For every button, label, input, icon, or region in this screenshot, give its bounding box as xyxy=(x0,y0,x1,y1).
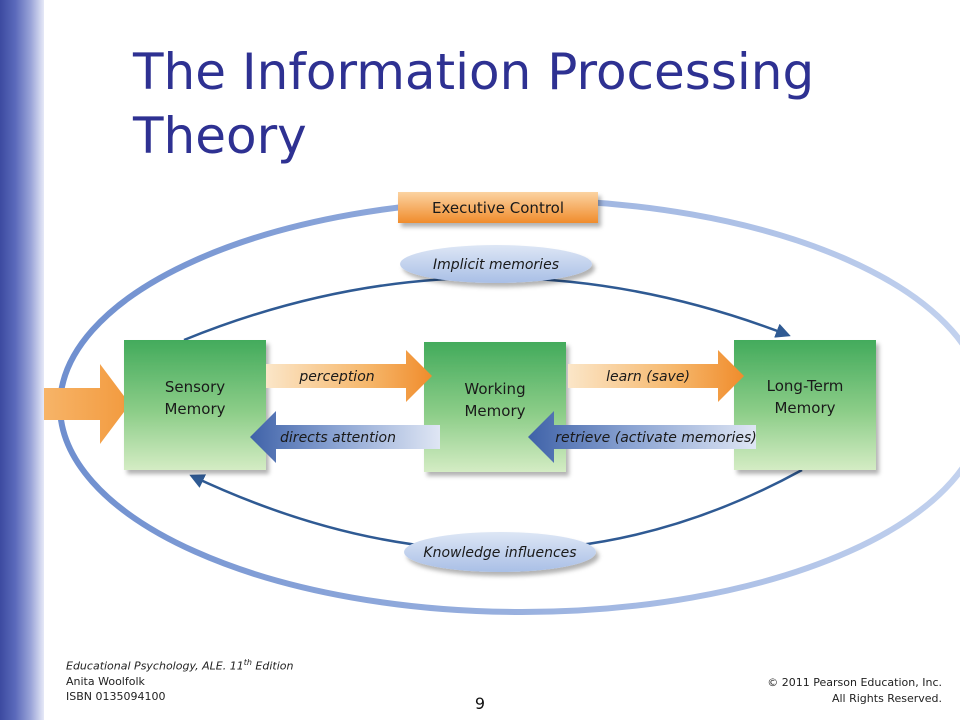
slide-title: The Information Processing Theory xyxy=(133,40,933,168)
working-memory-label-1: Working xyxy=(464,380,525,398)
footer-citation: Educational Psychology, ALE. 11th Editio… xyxy=(66,655,293,704)
long-term-memory-label-1: Long-Term xyxy=(767,377,844,395)
footer-book: Educational Psychology, ALE. 11 xyxy=(66,659,244,673)
page-number: 9 xyxy=(474,694,486,713)
footer-isbn: ISBN 0135094100 xyxy=(66,689,166,703)
sensory-memory-label-1: Sensory xyxy=(165,378,225,396)
footer-rights-line: All Rights Reserved. xyxy=(831,692,942,705)
perception-label: perception xyxy=(298,369,374,385)
executive-control-box: Executive Control xyxy=(398,192,598,223)
retrieve-label: retrieve (activate memories) xyxy=(555,430,756,446)
executive-control-label: Executive Control xyxy=(432,199,564,217)
title-line-1: The Information Processing xyxy=(133,43,815,101)
knowledge-influences-oval: Knowledge influences xyxy=(404,532,596,572)
long-term-memory-label-2: Memory xyxy=(774,399,835,417)
footer-book-edition: Edition xyxy=(251,659,294,673)
long-term-memory-box: Long-Term Memory xyxy=(734,340,876,470)
implicit-memories-label: Implicit memories xyxy=(433,257,559,273)
directs-attention-label: directs attention xyxy=(280,430,396,446)
learn-save-label: learn (save) xyxy=(606,369,690,385)
footer-copyright: © 2011 Pearson Education, Inc. All Right… xyxy=(767,675,942,707)
working-memory-box: Working Memory xyxy=(424,342,566,472)
working-memory-label-2: Memory xyxy=(464,402,525,420)
perception-arrow: perception xyxy=(266,350,432,402)
title-line-2: Theory xyxy=(133,107,307,165)
retrieve-arrow: retrieve (activate memories) xyxy=(528,411,757,463)
sensory-memory-label-2: Memory xyxy=(164,400,225,418)
implicit-memories-oval: Implicit memories xyxy=(400,245,592,283)
diagram-svg: Executive Control Implicit memories Know… xyxy=(44,192,960,615)
footer-copyright-line: © 2011 Pearson Education, Inc. xyxy=(767,676,942,689)
input-arrow xyxy=(44,364,130,444)
footer-author: Anita Woolfolk xyxy=(66,674,145,688)
footer-book-line: Educational Psychology, ALE. 11th Editio… xyxy=(66,655,293,674)
sensory-memory-box: Sensory Memory xyxy=(124,340,266,470)
learn-save-arrow: learn (save) xyxy=(568,350,744,402)
information-processing-diagram: Executive Control Implicit memories Know… xyxy=(44,188,960,628)
side-stripe xyxy=(0,0,44,720)
knowledge-influences-label: Knowledge influences xyxy=(423,545,576,561)
directs-attention-arrow: directs attention xyxy=(250,411,440,463)
top-arc-arrow xyxy=(183,276,791,342)
footer-book-sup: th xyxy=(243,658,252,667)
